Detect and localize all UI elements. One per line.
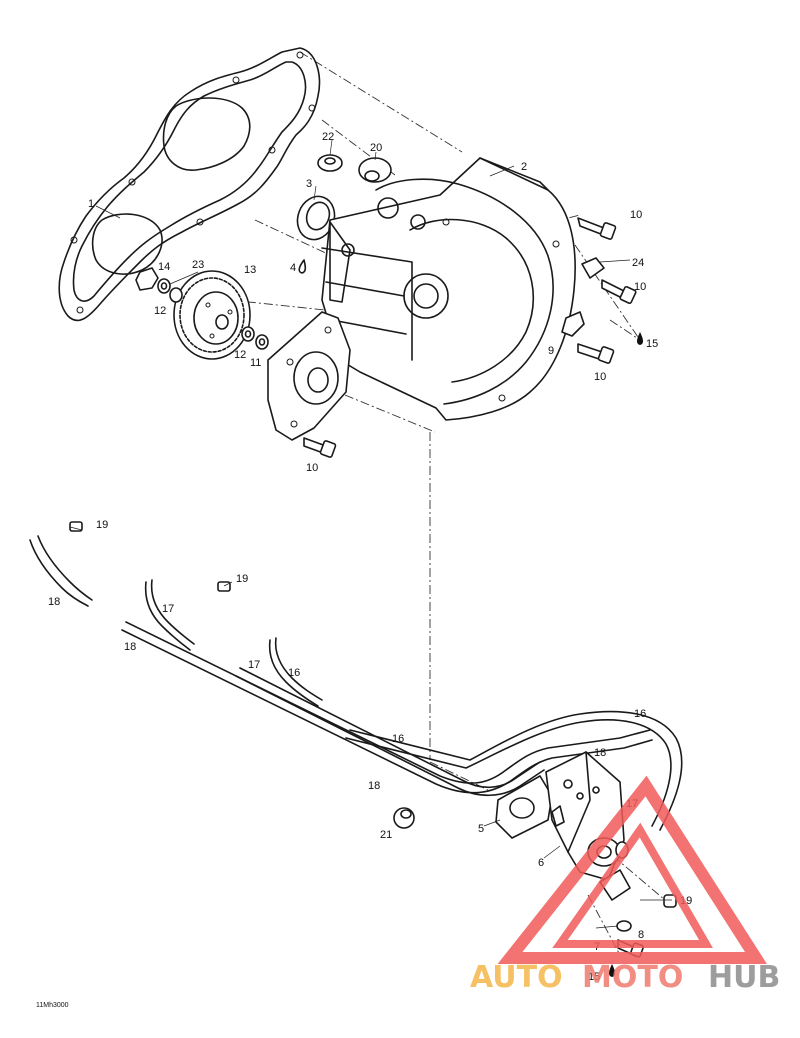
callout-16-c: 16 [634,708,646,720]
callout-10-b: 10 [634,281,646,293]
watermark-hub: HUB [708,960,780,995]
watermark-logo: AUTO MOTO HUB [470,775,780,995]
callout-3: 3 [306,178,312,190]
washer-part-12-left [169,287,183,303]
callout-13: 13 [244,264,256,276]
callout-8: 8 [638,929,644,941]
nut-part-14 [135,267,159,291]
hose-part-18-left [29,535,93,607]
hose-part-17-lower [268,637,323,707]
callout-20: 20 [370,142,382,154]
callout-1: 1 [88,198,94,210]
sealant-drop-part-4 [298,259,307,274]
hose-part-18-lower [235,667,545,797]
clip-part-9 [561,311,585,337]
callout-18-b: 18 [124,641,136,653]
callout-19-a: 19 [96,519,108,531]
plug-part-20 [358,157,392,183]
gasket-part-1 [58,47,321,322]
cap-part-22 [317,154,343,172]
watermark-auto: AUTO [470,960,563,995]
callout-11: 11 [250,357,261,369]
washer-part-12-right [241,326,255,342]
callout-10-a: 10 [630,209,642,221]
callout-10-c: 10 [594,371,606,383]
callout-24: 24 [632,257,644,269]
sealant-drop-part-15-top [637,332,643,345]
watermark-moto: MOTO [582,960,683,995]
callout-19-b: 19 [236,573,248,585]
callout-12-a: 12 [154,305,166,317]
callout-16-b: 16 [392,733,404,745]
callout-17-a: 17 [162,603,174,615]
clamp-part-19-a [69,521,83,532]
cover-plate [267,311,351,441]
plug-part-21 [393,807,415,829]
callout-16-a: 16 [288,667,300,679]
bolt-part-10-mid [601,279,637,305]
callout-18-c: 18 [368,780,380,792]
callout-5: 5 [478,823,484,835]
callout-15-b: 15 [588,971,600,983]
callout-6: 6 [538,857,544,869]
bolt-part-10-top [577,217,617,240]
callout-9: 9 [548,345,554,357]
callout-2: 2 [521,161,527,173]
hose-part-17-upper [144,579,195,651]
leader-lines [69,139,672,949]
washer-part-11 [255,334,269,350]
housing-part-2 [321,157,576,421]
bolt-part-10-bottom [303,437,337,458]
callout-22: 22 [322,131,334,143]
washer-part-8 [616,920,632,932]
callout-15-a: 15 [646,338,658,350]
hose-part-16-loop [345,710,683,831]
callout-10-d: 10 [306,462,318,474]
gear-part-13 [173,270,251,360]
bolt-part-10-low [577,343,615,364]
watermark-triangle [497,775,767,964]
callout-labels: 1 2 3 4 22 20 10 24 10 9 15 10 10 14 23 … [48,131,692,983]
callout-23: 23 [192,259,204,271]
figure-code: 11Mh3000 [36,1002,69,1009]
washer-part-23 [157,278,171,294]
clamp-part-19-b [217,581,231,592]
callout-12-b: 12 [234,349,246,361]
callout-21: 21 [380,829,392,841]
sealant-drop-part-15-bottom [609,964,615,977]
callout-18-d: 18 [594,747,606,759]
clamp-part-19-c [663,894,677,908]
callout-4: 4 [290,262,296,274]
callout-18-a: 18 [48,596,60,608]
clip-part-24 [581,257,605,279]
callout-14: 14 [158,261,170,273]
callout-17-b: 17 [248,659,260,671]
gasket-part-5 [495,775,553,839]
